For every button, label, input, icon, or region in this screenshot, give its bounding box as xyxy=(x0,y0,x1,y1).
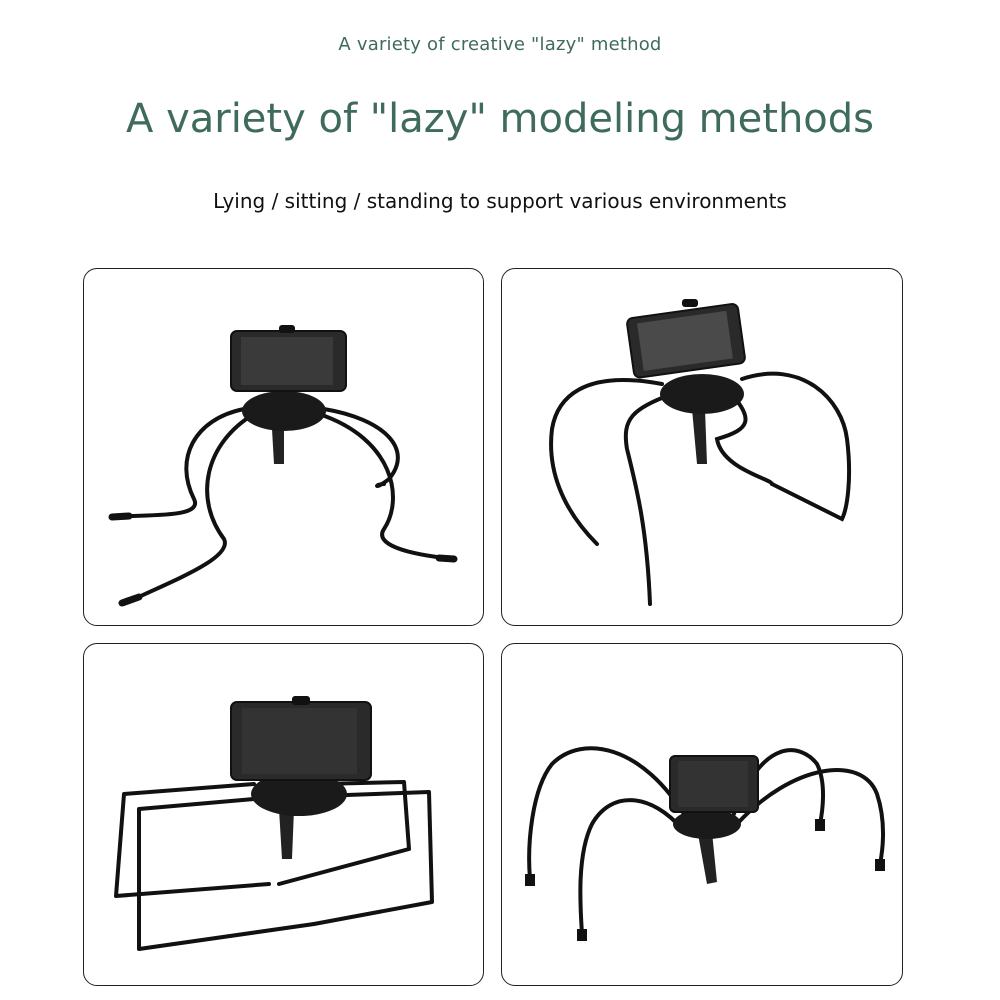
lying-mode-image xyxy=(83,268,484,626)
description: Lying / sitting / standing to support va… xyxy=(213,189,787,213)
phone-holder-illustration xyxy=(549,299,852,606)
page-title: A variety of "lazy" modeling methods xyxy=(125,96,874,142)
phone-holder-illustration xyxy=(525,746,886,941)
subtitle: A variety of creative "lazy" method xyxy=(338,34,662,55)
phone-holder-illustration xyxy=(114,696,434,951)
standing-mode-image xyxy=(83,643,484,986)
phone-holder-illustration xyxy=(108,325,458,607)
spider-mode-image xyxy=(501,643,903,986)
sitting-mode-image xyxy=(501,268,903,626)
